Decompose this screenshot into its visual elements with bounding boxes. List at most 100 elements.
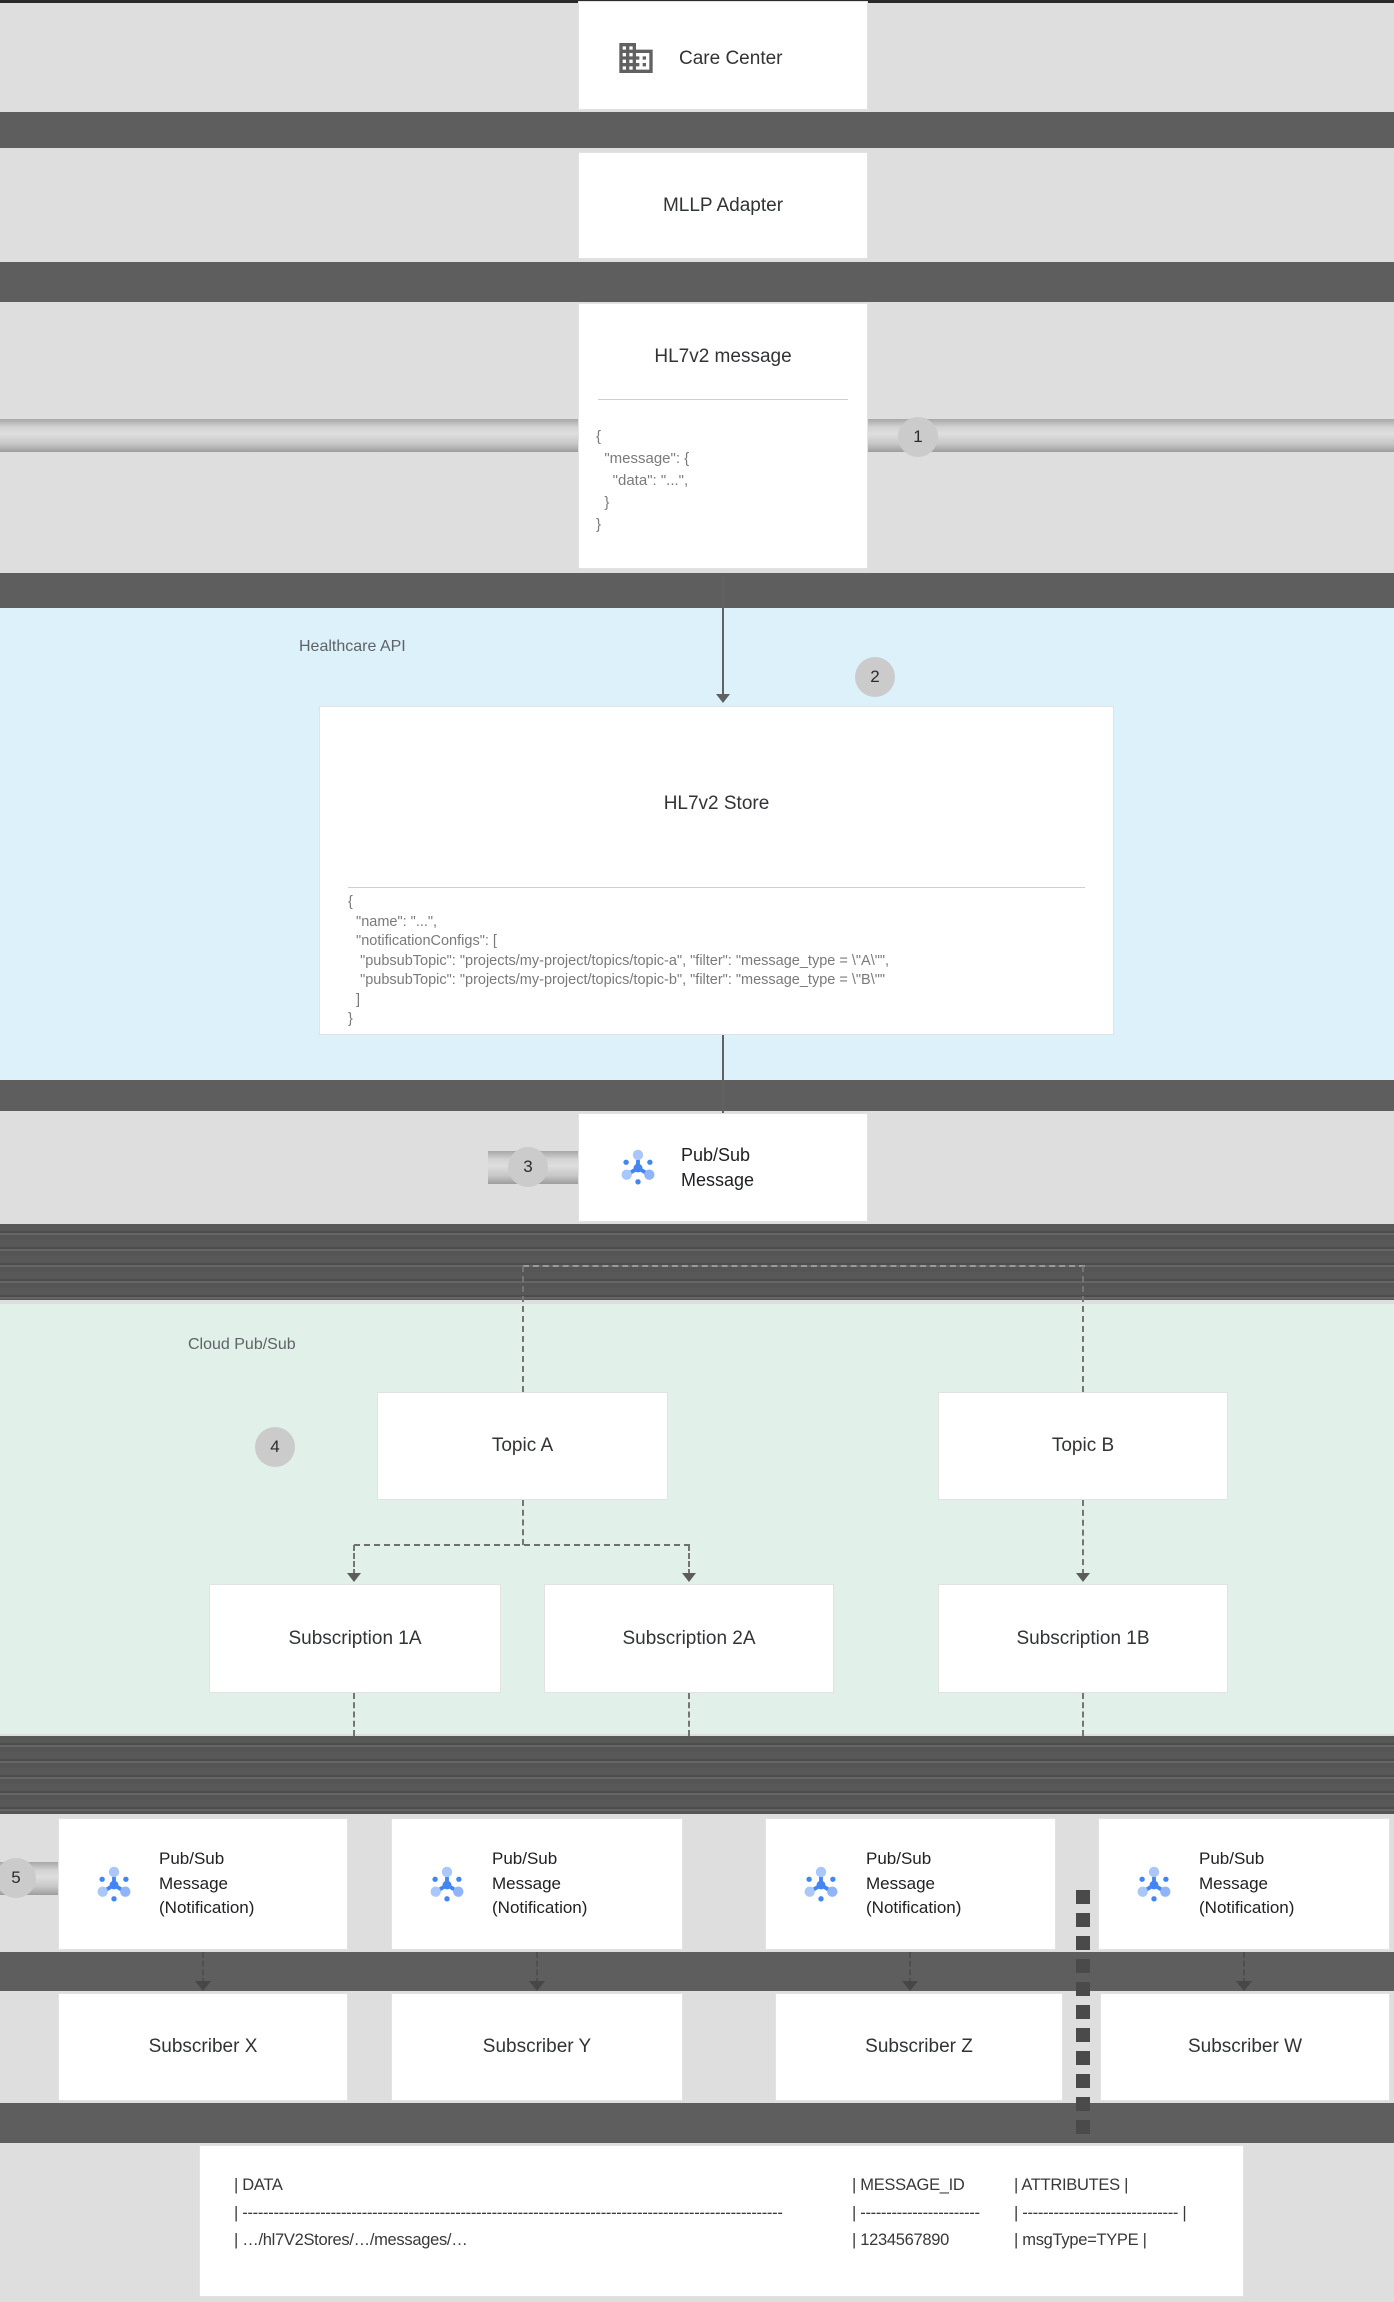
subscription-1a-label: Subscription 1A [288,1627,422,1649]
notification-label-line2: Message [492,1873,561,1893]
hl7v2-store-node: HL7v2 Store { "name": "...", "notificati… [319,706,1114,1035]
pubsub-notification-node: Pub/Sub Message (Notification) [765,1818,1056,1950]
separator-bar [0,573,1394,608]
arrowhead [1236,1981,1252,1991]
hl7v2-store-title: HL7v2 Store [663,793,770,814]
dashed-connector [1082,1500,1084,1575]
notification-label-line3: (Notification) [866,1898,962,1918]
notification-label-line3: (Notification) [159,1898,255,1918]
separator-bar [0,112,1394,148]
pubsub-icon [1131,1862,1177,1908]
striped-separator-band [0,1224,1394,1300]
connector-store-to-pubsub [722,1035,724,1113]
topic-b-node: Topic B [938,1392,1228,1500]
separator-bar [0,1080,1394,1111]
dashed-connector [202,1952,204,1984]
dashed-connector [522,1500,524,1545]
table-header-row: | DATA | MESSAGE_ID | ATTRIBUTES | [234,2176,1244,2195]
pubsub-icon [615,1145,661,1191]
table-cell-data: | …/hl7V2Stores/…/messages/… [234,2231,468,2249]
hl7v2-store-code: { "name": "...", "notificationConfigs": … [348,894,890,1027]
subscriber-x-label: Subscriber X [148,2036,258,2057]
topic-a-node: Topic A [377,1392,668,1500]
separator-bar [0,262,1394,302]
dashed-connector [523,1265,1085,1267]
step-badge-4: 4 [255,1427,295,1467]
divider [598,399,848,400]
notification-label-line1: Pub/Sub [492,1849,558,1868]
hl7v2-message-title: HL7v2 message [654,346,792,367]
thick-dashed-connector [1076,1890,1090,2143]
subscription-2a-node: Subscription 2A [544,1584,834,1693]
dashed-connector [353,1693,355,1736]
table-divider-row: | --------------------------------------… [234,2204,1187,2222]
pubsub-icon [91,1862,137,1908]
dashed-connector [688,1545,690,1575]
dashed-connector [1082,1266,1084,1392]
care-center-node: Care Center [578,1,868,110]
table-header-attributes: | ATTRIBUTES | [1014,2176,1129,2194]
care-center-label: Care Center [679,48,783,69]
notification-label-line1: Pub/Sub [1199,1849,1265,1868]
dashed-connector [1082,1693,1084,1736]
hl7v2-message-node: HL7v2 message { "message": { "data": "..… [578,303,868,569]
notification-label-line1: Pub/Sub [159,1849,225,1868]
pubsub-message-label-line1: Pub/Sub [681,1145,751,1165]
subscriber-y-label: Subscriber Y [482,2036,592,2057]
topic-a-label: Topic A [491,1435,554,1456]
dashed-connector [909,1952,911,1984]
dashed-connector [1243,1952,1245,1984]
table-data-row: | …/hl7V2Stores/…/messages/… | 123456789… [234,2231,1244,2250]
mllp-adapter-node: MLLP Adapter [578,152,868,259]
pubsub-notification-node: Pub/Sub Message (Notification) [1098,1818,1390,1950]
dashed-connector [536,1952,538,1984]
dashed-connector [688,1693,690,1736]
notification-label-line2: Message [866,1873,935,1893]
dashed-connector [353,1545,355,1575]
notification-label-line1: Pub/Sub [866,1849,932,1868]
mllp-adapter-label: MLLP Adapter [662,194,784,216]
hl7v2-message-code: { "message": { "data": "...", } } [596,428,690,533]
notification-label-line2: Message [1199,1873,1268,1893]
table-cell-message-id: | 1234567890 [852,2231,950,2249]
arrowhead [902,1981,918,1991]
subscription-1b-label: Subscription 1B [1016,1627,1150,1649]
arrowhead [1076,1573,1090,1582]
healthcare-api-label: Healthcare API [299,638,406,655]
notification-label-line3: (Notification) [492,1898,588,1918]
message-table-node: | DATA | MESSAGE_ID | ATTRIBUTES | | ---… [199,2145,1244,2297]
arrowhead [195,1981,211,1991]
pubsub-icon [424,1862,470,1908]
subscriber-x-node: Subscriber X [58,1993,348,2101]
subscription-1a-node: Subscription 1A [209,1584,501,1693]
subscriber-w-label: Subscriber W [1187,2036,1303,2057]
step-badge-1: 1 [898,417,938,457]
step-badge-5: 5 [0,1858,36,1898]
subscriber-z-label: Subscriber Z [865,2036,973,2057]
dashed-connector [522,1266,524,1392]
notification-label-line3: (Notification) [1199,1898,1295,1918]
connector-message-to-store [722,575,724,695]
pubsub-message-node: Pub/Sub Message [578,1113,868,1222]
arrowhead [682,1573,696,1582]
step-badge-2: 2 [855,657,895,697]
pubsub-notification-node: Pub/Sub Message (Notification) [58,1818,348,1950]
arrowhead [529,1981,545,1991]
arrowhead [347,1573,361,1582]
dashed-connector [354,1544,690,1546]
pubsub-notification-node: Pub/Sub Message (Notification) [391,1818,683,1950]
table-cell-attributes: | msgType=TYPE | [1014,2231,1147,2249]
subscriber-w-node: Subscriber W [1100,1993,1390,2101]
subscriber-z-node: Subscriber Z [775,1993,1063,2101]
separator-bar [0,1952,1394,1991]
subscriber-y-node: Subscriber Y [391,1993,683,2101]
notification-label-line2: Message [159,1873,228,1893]
table-header-data: | DATA [234,2176,283,2194]
separator-bar [0,2103,1394,2143]
pubsub-message-label-line2: Message [681,1169,755,1190]
striped-separator-band [0,1736,1394,1814]
arrowhead [716,694,730,703]
subscription-1b-node: Subscription 1B [938,1584,1228,1693]
table-header-message-id: | MESSAGE_ID [852,2176,965,2194]
topic-b-label: Topic B [1051,1435,1115,1456]
